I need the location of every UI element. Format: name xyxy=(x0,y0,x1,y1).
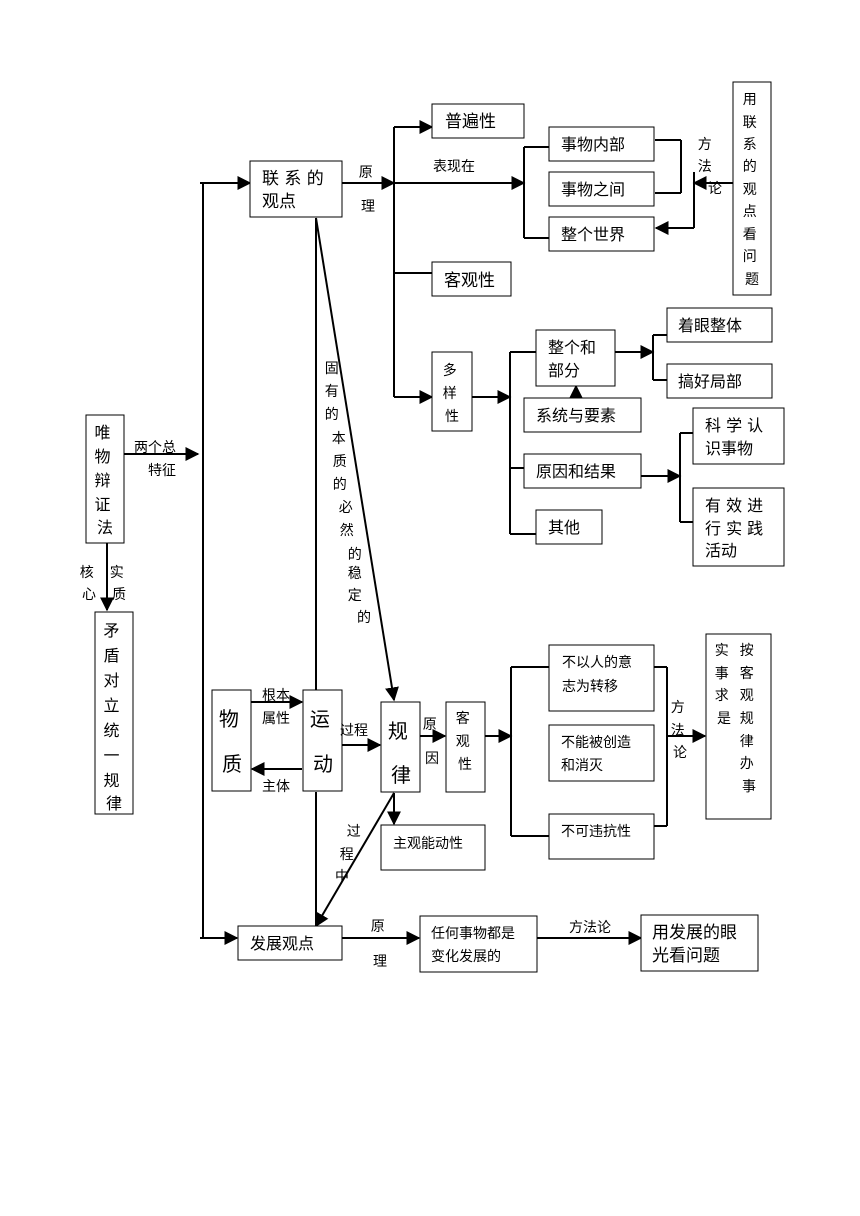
development-view-box xyxy=(237,925,343,961)
do-parts-box xyxy=(666,363,773,399)
in-process-label: 过 程 中 xyxy=(335,824,365,885)
use-connection-box xyxy=(732,81,772,296)
focus-whole-label: 着眼整体 xyxy=(678,316,742,335)
whole-part-box xyxy=(535,329,616,387)
objectivity-1-label: 客观性 xyxy=(444,271,495,291)
focus-whole-box xyxy=(666,307,773,343)
manifest-in-label: 表现在 xyxy=(433,159,475,175)
others-label: 其他 xyxy=(548,518,580,537)
process-label: 过程 xyxy=(340,723,368,739)
methodology-1-label: 方 法 论 xyxy=(698,137,722,197)
not-will-box xyxy=(548,644,655,712)
dialectics-label: 唯 物 辩 证 法 xyxy=(94,423,115,537)
development-view-label: 发展观点 xyxy=(250,934,314,953)
essence-label: 实 质 xyxy=(110,565,128,603)
not-violate-label: 不可违抗性 xyxy=(561,824,631,840)
whole-part-label: 整个和 部分 xyxy=(548,338,601,380)
practice-box xyxy=(692,487,785,567)
connection-view-label: 联 系 的 观点 xyxy=(262,169,329,212)
inside-things-box xyxy=(548,126,655,162)
core-label: 核 心 xyxy=(80,565,98,603)
not-will-label: 不以人的意 志为转移 xyxy=(562,654,636,695)
diversity-box xyxy=(431,351,473,432)
objectivity-2-box xyxy=(445,701,486,793)
do-parts-label: 搞好局部 xyxy=(678,372,742,391)
methodology-3-label: 方法论 xyxy=(569,920,611,936)
law-box xyxy=(380,701,421,793)
between-things-label: 事物之间 xyxy=(561,180,625,199)
contradiction-law-box xyxy=(94,611,134,815)
node-texts: 唯 物 辩 证 法 矛 盾 对 立 统 一 规 律 联 系 的 观点 普遍性 事… xyxy=(94,92,768,966)
principle-2-label: 原 理 xyxy=(371,919,389,970)
between-things-box xyxy=(548,171,655,207)
system-elements-label: 系统与要素 xyxy=(536,406,616,425)
inside-things-label: 事物内部 xyxy=(561,135,625,154)
intrinsic-label: 固 有 的 本 质 的 必 然 的 稳 定 的 xyxy=(325,361,371,626)
dialectics-box xyxy=(85,414,125,544)
root-attr-label: 根本 属性 xyxy=(262,688,294,727)
seek-truth-label: 实 事 求 是 xyxy=(715,643,733,727)
others-box xyxy=(535,509,603,545)
contradiction-law-label: 矛 盾 对 立 统 一 规 律 xyxy=(103,621,124,813)
all-change-box xyxy=(419,915,538,973)
whole-world-box xyxy=(548,216,655,252)
connectors xyxy=(100,120,733,945)
all-change-label: 任何事物都是 变化发展的 xyxy=(431,926,519,965)
practice-label: 有 效 进 行 实 践 活动 xyxy=(705,496,768,560)
follow-law-label: 按 客 观 规 律 办 事 xyxy=(740,643,758,795)
system-elements-box xyxy=(523,397,642,433)
not-create-box xyxy=(548,724,655,782)
dev-eyes-label: 用发展的眼 光看问题 xyxy=(652,923,742,966)
subjective-label: 主观能动性 xyxy=(393,836,463,852)
motion-label: 运 动 xyxy=(310,707,336,776)
universality-label: 普遍性 xyxy=(445,112,496,132)
whole-world-label: 整个世界 xyxy=(561,225,625,244)
matter-label: 物 质 xyxy=(219,707,245,776)
know-things-box xyxy=(692,407,785,465)
cause-effect-label: 原因和结果 xyxy=(536,462,616,481)
reason-label: 原 因 xyxy=(423,717,441,767)
boxes xyxy=(85,81,785,973)
subjective-box xyxy=(380,824,486,871)
matter-box xyxy=(211,689,252,792)
methodology-2-label: 方 法 论 xyxy=(671,700,689,761)
law-label: 规 律 xyxy=(388,719,414,787)
use-connection-label: 用 联 系 的 观 点 看 问 题 xyxy=(743,92,761,288)
diversity-label: 多 样 性 xyxy=(443,362,461,425)
edge-labels: 两个总 特征 核 心 实 质 原 理 表现在 方 法 论 固 有 的 本 质 的… xyxy=(80,137,722,970)
universality-box xyxy=(431,103,525,139)
dev-eyes-box xyxy=(640,914,759,972)
motion-box xyxy=(302,689,343,792)
objectivity-2-label: 客 观 性 xyxy=(456,710,474,773)
two-features-label: 两个总 特征 xyxy=(134,440,180,479)
objectivity-1-box xyxy=(431,261,512,297)
not-violate-box xyxy=(548,813,655,860)
connection-view-box xyxy=(249,160,343,218)
not-create-label: 不能被创造 和消灭 xyxy=(561,735,635,774)
principle-1-label: 原 理 xyxy=(359,165,377,215)
cause-effect-box xyxy=(523,453,642,489)
know-things-label: 科 学 认 识事物 xyxy=(705,416,768,458)
follow-law-box xyxy=(705,633,772,820)
subject-label: 主体 xyxy=(262,779,290,795)
